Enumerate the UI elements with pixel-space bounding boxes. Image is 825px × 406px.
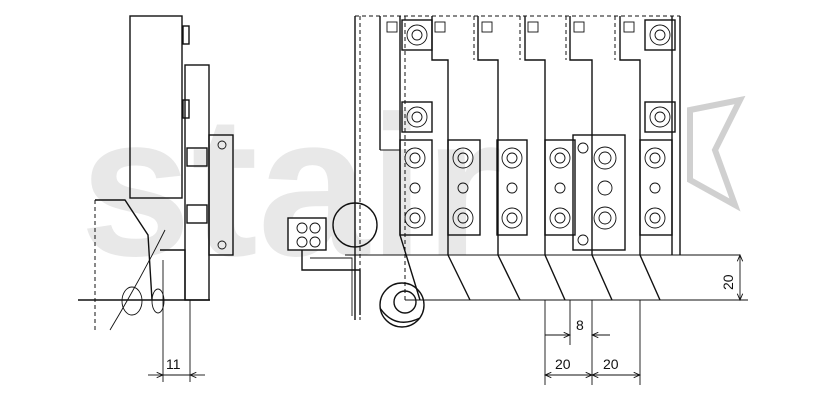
left-bracket — [78, 15, 234, 331]
frame — [345, 15, 740, 320]
dimension-label-20-vertical: 20 — [720, 274, 736, 290]
bolt-column-3 — [496, 139, 528, 236]
bolt-column-6 — [639, 19, 676, 236]
dimension-slot: 8 — [545, 300, 610, 345]
bolt-column-1 — [399, 19, 433, 236]
bolt-column-2 — [447, 139, 481, 236]
dimension-pitch: 20 20 — [545, 300, 640, 385]
dimension-label-8: 8 — [576, 317, 584, 333]
bolt-column-4 — [544, 139, 576, 236]
dimension-label-20-b: 20 — [603, 356, 619, 372]
dimension-left-width: 11 — [148, 260, 205, 382]
dimension-label-11: 11 — [166, 356, 181, 372]
dimension-label-20-a: 20 — [555, 356, 571, 372]
watermark-star-icon — [687, 95, 746, 212]
bolt-column-5 — [572, 134, 626, 251]
center-clamp — [287, 202, 425, 328]
dimension-height: 20 — [680, 255, 748, 300]
watermark-text: stair — [80, 75, 502, 298]
